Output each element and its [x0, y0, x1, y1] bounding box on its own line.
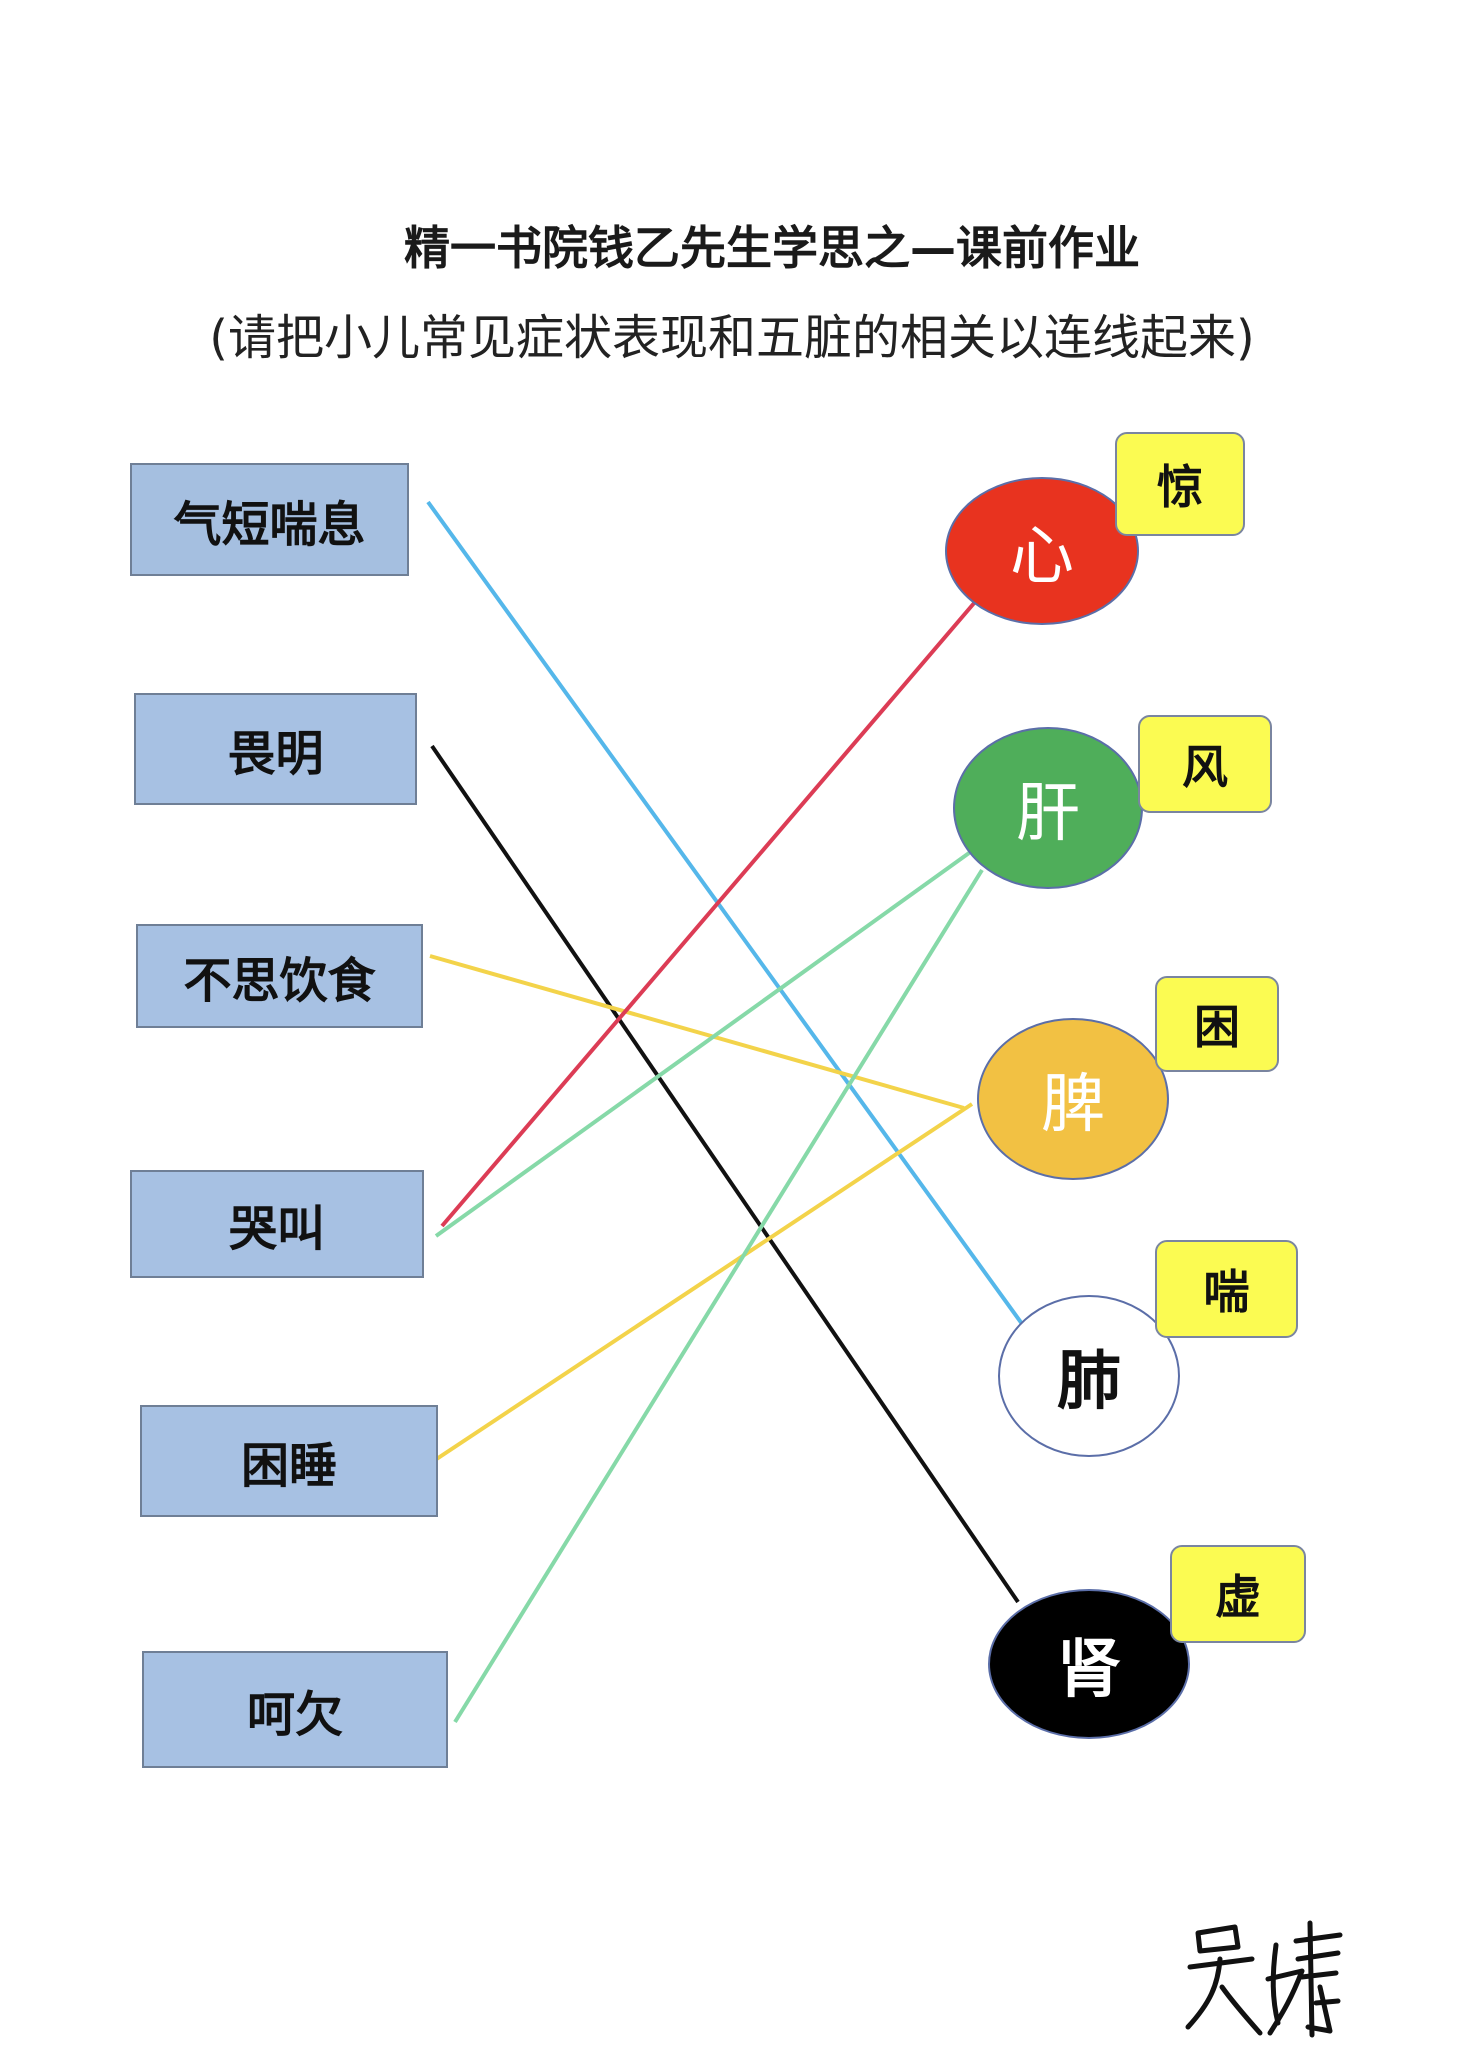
tag-kun: 困	[1155, 976, 1279, 1072]
handwritten-signature	[1185, 1920, 1343, 2038]
line-kujiao-xin	[440, 600, 977, 1228]
line-weiming-shen	[430, 744, 1020, 1604]
symptom-weiming: 畏明	[134, 693, 417, 805]
symptom-qiduanchuanxi: 气短喘息	[130, 463, 409, 576]
line-kujiao-gan	[434, 846, 978, 1238]
organ-gan: 肝	[953, 727, 1143, 889]
organ-shen: 肾	[988, 1589, 1190, 1739]
organ-fei: 肺	[998, 1295, 1180, 1457]
line-kunshui-pi	[418, 1102, 974, 1472]
symptom-hiqian: 呵欠	[142, 1651, 448, 1768]
line-busiyinshi-pi	[429, 954, 965, 1110]
line-qiduanchuanxi-fei	[426, 500, 1040, 1348]
line-hiqian-gan	[453, 868, 984, 1724]
organ-pi: 脾	[977, 1018, 1169, 1180]
symptom-busiyinshi: 不思饮食	[136, 924, 423, 1028]
organ-xin: 心	[945, 477, 1139, 625]
tag-jing: 惊	[1115, 432, 1245, 536]
page-subtitle: (请把小儿常见症状表现和五脏的相关以连线起来)	[209, 310, 1255, 366]
tag-chuan: 喘	[1155, 1240, 1298, 1338]
page-title: 精一书院钱乙先生学思之—课前作业	[404, 221, 1140, 275]
tag-feng: 风	[1138, 715, 1272, 813]
symptom-kujiao: 哭叫	[130, 1170, 424, 1278]
symptom-kunshui: 困睡	[140, 1405, 438, 1517]
tag-xu: 虚	[1170, 1545, 1306, 1643]
